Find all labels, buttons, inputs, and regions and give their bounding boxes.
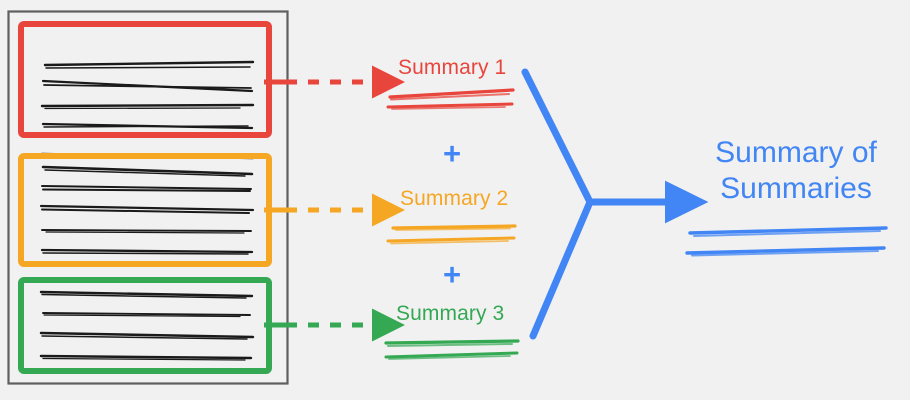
chunk-box-3 <box>18 277 272 374</box>
final-output-line-2: Summaries <box>720 172 872 205</box>
summary-label-3: Summary 3 <box>396 302 505 325</box>
final-output-scribble <box>685 226 888 257</box>
chunk-3-text-lines <box>39 290 255 361</box>
plus-operator-2: + <box>443 257 462 292</box>
source-document-container <box>7 10 289 385</box>
summary-2-scribble <box>386 224 517 245</box>
merge-connector <box>521 68 709 340</box>
summary-3-scribble <box>384 339 520 360</box>
summary-label-1: Summary 1 <box>398 56 507 79</box>
summary-label-2: Summary 2 <box>400 187 509 210</box>
chunk-1-text-lines <box>40 60 255 160</box>
chunk-2-text-lines <box>39 165 255 255</box>
chunk-box-1 <box>18 21 272 160</box>
plus-operator-1: + <box>443 136 462 171</box>
chunk-box-2 <box>18 153 272 267</box>
final-output-line-1: Summary of <box>715 136 877 169</box>
final-output-label: Summary of Summaries <box>698 135 894 207</box>
summary-1-scribble <box>386 88 515 110</box>
